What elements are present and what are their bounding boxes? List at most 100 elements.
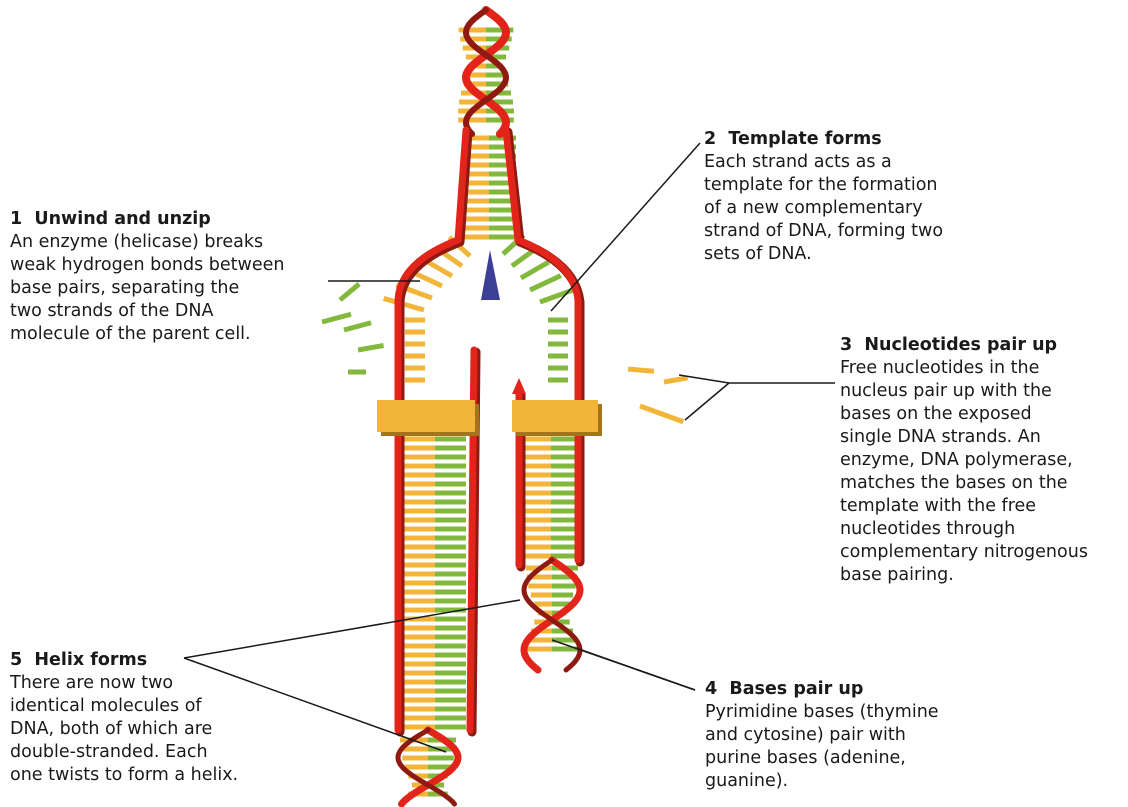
free-nucleotide-orange bbox=[628, 369, 654, 371]
right-helix-base-pair-right bbox=[552, 593, 573, 598]
step-4-label: 4 Bases pair up Pyrimidine bases (thymin… bbox=[705, 678, 1005, 793]
left-helix-base-pair-right bbox=[428, 756, 454, 761]
left-daughter-base-pair-right bbox=[435, 572, 466, 577]
left-daughter-base-pair-right bbox=[435, 536, 466, 541]
top-helix-base-pair-left bbox=[459, 28, 486, 33]
step-4-text: Pyrimidine bases (thymine and cytosine) … bbox=[705, 701, 1005, 793]
right-daughter-base-pair-right bbox=[551, 446, 578, 451]
left-daughter-base-pair-right bbox=[435, 563, 466, 568]
right-daughter-base-pair-left bbox=[524, 518, 551, 523]
arrowhead bbox=[512, 378, 526, 394]
right-daughter-base-pair-right bbox=[551, 482, 578, 487]
polymerase-block bbox=[377, 400, 475, 432]
left-daughter-base-pair-left bbox=[404, 662, 435, 667]
leader-step-3b bbox=[685, 383, 729, 420]
left-daughter-base-pair-right bbox=[435, 581, 466, 586]
left-daughter-base-pair-left bbox=[404, 536, 435, 541]
left-daughter-base-pair-left bbox=[404, 680, 435, 685]
right-daughter-base-pair-right bbox=[551, 491, 578, 496]
left-daughter-base-pair-right bbox=[435, 455, 466, 460]
fork-right-base bbox=[530, 276, 561, 290]
left-daughter-base-pair-right bbox=[435, 653, 466, 658]
right-daughter-base-pair-left bbox=[524, 545, 551, 550]
left-daughter-base-pair-right bbox=[435, 491, 466, 496]
neck-base-pair-right bbox=[489, 226, 516, 231]
left-daughter-base-pair-right bbox=[435, 689, 466, 694]
free-nucleotide-orange bbox=[664, 378, 688, 382]
left-daughter-base-pair-left bbox=[404, 707, 435, 712]
right-daughter-base-pair-left bbox=[524, 473, 551, 478]
step-4-heading: 4 Bases pair up bbox=[705, 678, 1005, 701]
template-right-base bbox=[548, 366, 568, 371]
right-daughter-base-pair-right bbox=[551, 536, 578, 541]
left-daughter-base-pair-left bbox=[404, 716, 435, 721]
left-daughter-base-pair-right bbox=[435, 698, 466, 703]
step-5-heading: 5 Helix forms bbox=[10, 649, 270, 672]
step-1-label: 1 Unwind and unzip An enzyme (helicase) … bbox=[10, 208, 340, 346]
step-2-text: Each strand acts as a template for the f… bbox=[704, 151, 1024, 266]
right-daughter-base-pair-right bbox=[551, 455, 578, 460]
free-nucleotide-green bbox=[358, 345, 384, 350]
left-daughter-base-pair-right bbox=[435, 527, 466, 532]
left-daughter-base-pair-right bbox=[435, 500, 466, 505]
template-left-base bbox=[405, 366, 425, 371]
right-helix-base-pair-left bbox=[534, 602, 552, 607]
template-right-base bbox=[548, 354, 568, 359]
right-daughter-base-pair-left bbox=[524, 446, 551, 451]
left-helix-base-pair-left bbox=[402, 756, 428, 761]
right-daughter-base-pair-left bbox=[524, 455, 551, 460]
right-daughter-base-pair-right bbox=[551, 500, 578, 505]
step-3-label: 3 Nucleotides pair up Free nucleotides i… bbox=[840, 334, 1125, 587]
left-daughter-base-pair-left bbox=[404, 545, 435, 550]
leader-step-2 bbox=[551, 143, 700, 311]
step-1-heading: 1 Unwind and unzip bbox=[10, 208, 340, 231]
left-daughter-base-pair-right bbox=[435, 716, 466, 721]
step-2-label: 2 Template forms Each strand acts as a t… bbox=[704, 128, 1024, 266]
top-helix-base-pair-left bbox=[458, 118, 486, 123]
polymerase-block bbox=[512, 400, 598, 432]
left-daughter-base-pair-right bbox=[435, 473, 466, 478]
right-daughter-base-pair-right bbox=[551, 554, 578, 559]
left-daughter-base-pair-right bbox=[435, 509, 466, 514]
template-left-base bbox=[405, 342, 425, 347]
left-daughter-base-pair-left bbox=[404, 689, 435, 694]
left-daughter-base-pair-left bbox=[404, 527, 435, 532]
left-daughter-base-pair-left bbox=[404, 491, 435, 496]
leader-step-3a bbox=[679, 375, 835, 383]
template-left-base bbox=[405, 378, 425, 383]
left-daughter-base-pair-left bbox=[404, 581, 435, 586]
left-daughter-base-pair-right bbox=[435, 545, 466, 550]
neck-base-pair-right bbox=[489, 217, 516, 222]
left-daughter-base-pair-left bbox=[404, 455, 435, 460]
left-daughter-base-pair-left bbox=[404, 590, 435, 595]
left-daughter-base-pair-left bbox=[404, 554, 435, 559]
left-daughter-base-pair-left bbox=[404, 509, 435, 514]
left-daughter-base-pair-right bbox=[435, 707, 466, 712]
left-daughter-base-pair-left bbox=[404, 635, 435, 640]
step-3-text: Free nucleotides in the nucleus pair up … bbox=[840, 357, 1125, 587]
left-daughter-base-pair-right bbox=[435, 662, 466, 667]
left-daughter-base-pair-right bbox=[435, 635, 466, 640]
template-left-base bbox=[405, 354, 425, 359]
right-helix-base-pair-left bbox=[527, 647, 552, 652]
right-daughter-base-pair-left bbox=[524, 500, 551, 505]
step-5-label: 5 Helix forms There are now two identica… bbox=[10, 649, 270, 787]
template-right-base bbox=[548, 378, 568, 383]
step-2-heading: 2 Template forms bbox=[704, 128, 1024, 151]
left-daughter-base-pair-right bbox=[435, 590, 466, 595]
free-nucleotide-green bbox=[344, 323, 371, 330]
right-daughter-base-pair-right bbox=[551, 437, 578, 442]
left-daughter-base-pair-right bbox=[435, 599, 466, 604]
left-daughter-base-pair-left bbox=[404, 698, 435, 703]
left-daughter-base-pair-left bbox=[404, 446, 435, 451]
neck-base-pair-right bbox=[489, 235, 516, 240]
left-helix-base-pair-left bbox=[405, 765, 428, 770]
left-daughter-base-pair-right bbox=[435, 446, 466, 451]
right-daughter-base-pair-left bbox=[524, 437, 551, 442]
left-daughter-base-pair-right bbox=[435, 518, 466, 523]
step-3-heading: 3 Nucleotides pair up bbox=[840, 334, 1125, 357]
free-nucleotide-green bbox=[340, 284, 359, 300]
right-daughter-base-pair-left bbox=[524, 464, 551, 469]
right-daughter-base-pair-right bbox=[551, 473, 578, 478]
left-daughter-base-pair-left bbox=[404, 437, 435, 442]
